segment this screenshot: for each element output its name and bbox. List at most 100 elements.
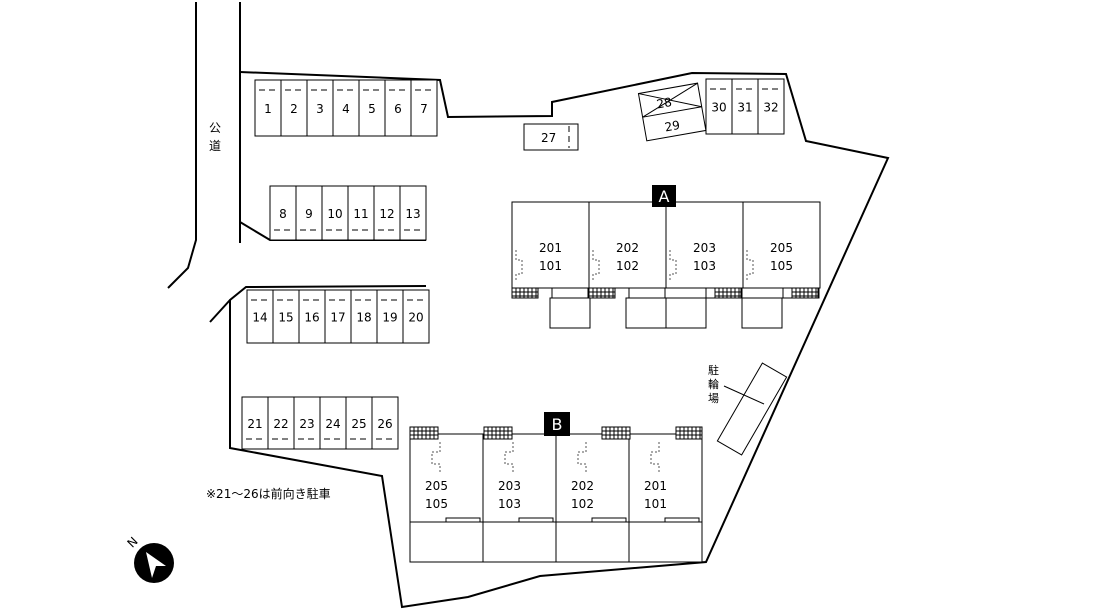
parking-space-21: 21 [241, 396, 269, 450]
space-5-label: 5 [368, 102, 376, 116]
building-b-label: B [552, 415, 563, 434]
parking-row-30-32: 30 31 32 [705, 78, 785, 135]
parking-space-11: 11 [347, 185, 375, 241]
parking-space-2: 2 [280, 79, 308, 137]
parking-space-27: 27 [523, 123, 579, 151]
space-21-label: 21 [247, 417, 262, 431]
space-22-label: 22 [273, 417, 288, 431]
unit-upper-label: 201 [644, 479, 667, 493]
bicycle-parking-label-2: 輪 [708, 377, 719, 391]
space-28-label: 28 [655, 95, 672, 111]
space-30-label: 30 [711, 101, 726, 115]
site-boundary-west [209, 299, 231, 323]
space-1-label: 1 [264, 102, 272, 116]
bicycle-parking: 駐 輪 場 [708, 362, 788, 456]
parking-space-12: 12 [373, 185, 401, 241]
unit-lower-label: 101 [644, 497, 667, 511]
parking-row-8-13: 8 9 10 11 12 13 [269, 185, 427, 241]
parking-space-5: 5 [358, 79, 386, 137]
bicycle-parking-label-3: 場 [708, 392, 719, 405]
space-8-label: 8 [279, 207, 287, 221]
space-2-label: 2 [290, 102, 298, 116]
parking-space-31: 31 [731, 78, 759, 135]
building-a-label: A [659, 187, 670, 206]
unit-lower-label: 102 [571, 497, 594, 511]
parking-space-6: 6 [384, 79, 412, 137]
space-14-label: 14 [252, 311, 267, 325]
parking-space-28-29: 28 29 [637, 82, 707, 142]
space-9-label: 9 [305, 207, 313, 221]
parking-space-32: 32 [757, 78, 785, 135]
parking-space-26: 26 [371, 396, 399, 450]
unit-lower-label: 103 [498, 497, 521, 511]
space-13-label: 13 [405, 207, 420, 221]
public-road-label-1: 公 [209, 121, 221, 135]
space-11-label: 11 [353, 207, 368, 221]
unit-lower-label: 105 [770, 259, 793, 273]
space-27-label: 27 [541, 131, 556, 145]
space-7-label: 7 [420, 102, 428, 116]
parking-space-10: 10 [321, 185, 349, 241]
parking-space-3: 3 [306, 79, 334, 137]
parking-space-7: 7 [410, 79, 438, 137]
parking-space-30: 30 [705, 78, 733, 135]
unit-upper-label: 203 [498, 479, 521, 493]
parking-space-8: 8 [269, 185, 297, 241]
space-15-label: 15 [278, 311, 293, 325]
parking-space-14: 14 [246, 289, 274, 344]
unit-upper-label: 205 [425, 479, 448, 493]
space-20-label: 20 [408, 311, 423, 325]
space-29-label: 29 [664, 118, 681, 134]
parking-space-15: 15 [272, 289, 300, 344]
parking-space-25: 25 [345, 396, 373, 450]
space-18-label: 18 [356, 311, 371, 325]
parking-space-18: 18 [350, 289, 378, 344]
parking-space-13: 13 [399, 185, 427, 241]
space-24-label: 24 [325, 417, 340, 431]
parking-space-23: 23 [293, 396, 321, 450]
parking-space-19: 19 [376, 289, 404, 344]
unit-upper-label: 202 [571, 479, 594, 493]
space-12-label: 12 [379, 207, 394, 221]
parking-space-20: 20 [402, 289, 430, 344]
compass-icon: N [125, 534, 174, 583]
space-10-label: 10 [327, 207, 342, 221]
space-31-label: 31 [737, 101, 752, 115]
space-17-label: 17 [330, 311, 345, 325]
space-23-label: 23 [299, 417, 314, 431]
unit-upper-label: 201 [539, 241, 562, 255]
parking-space-1: 1 [254, 79, 282, 137]
compass-north-label: N [125, 534, 141, 550]
unit-upper-label: 205 [770, 241, 793, 255]
parking-space-22: 22 [267, 396, 295, 450]
parking-space-16: 16 [298, 289, 326, 344]
unit-lower-label: 101 [539, 259, 562, 273]
unit-lower-label: 103 [693, 259, 716, 273]
parking-space-4: 4 [332, 79, 360, 137]
space-4-label: 4 [342, 102, 350, 116]
unit-upper-label: 202 [616, 241, 639, 255]
parking-space-24: 24 [319, 396, 347, 450]
space-19-label: 19 [382, 311, 397, 325]
space-3-label: 3 [316, 102, 324, 116]
parking-row-14-20: 14 15 16 17 18 19 20 [246, 289, 430, 344]
parking-space-9: 9 [295, 185, 323, 241]
bicycle-parking-label-1: 駐 [708, 363, 719, 377]
space-6-label: 6 [394, 102, 402, 116]
unit-lower-label: 102 [616, 259, 639, 273]
parking-row-1-7: 1 2 3 4 5 6 7 [254, 79, 438, 137]
site-boundary [229, 71, 890, 609]
unit-upper-label: 203 [693, 241, 716, 255]
